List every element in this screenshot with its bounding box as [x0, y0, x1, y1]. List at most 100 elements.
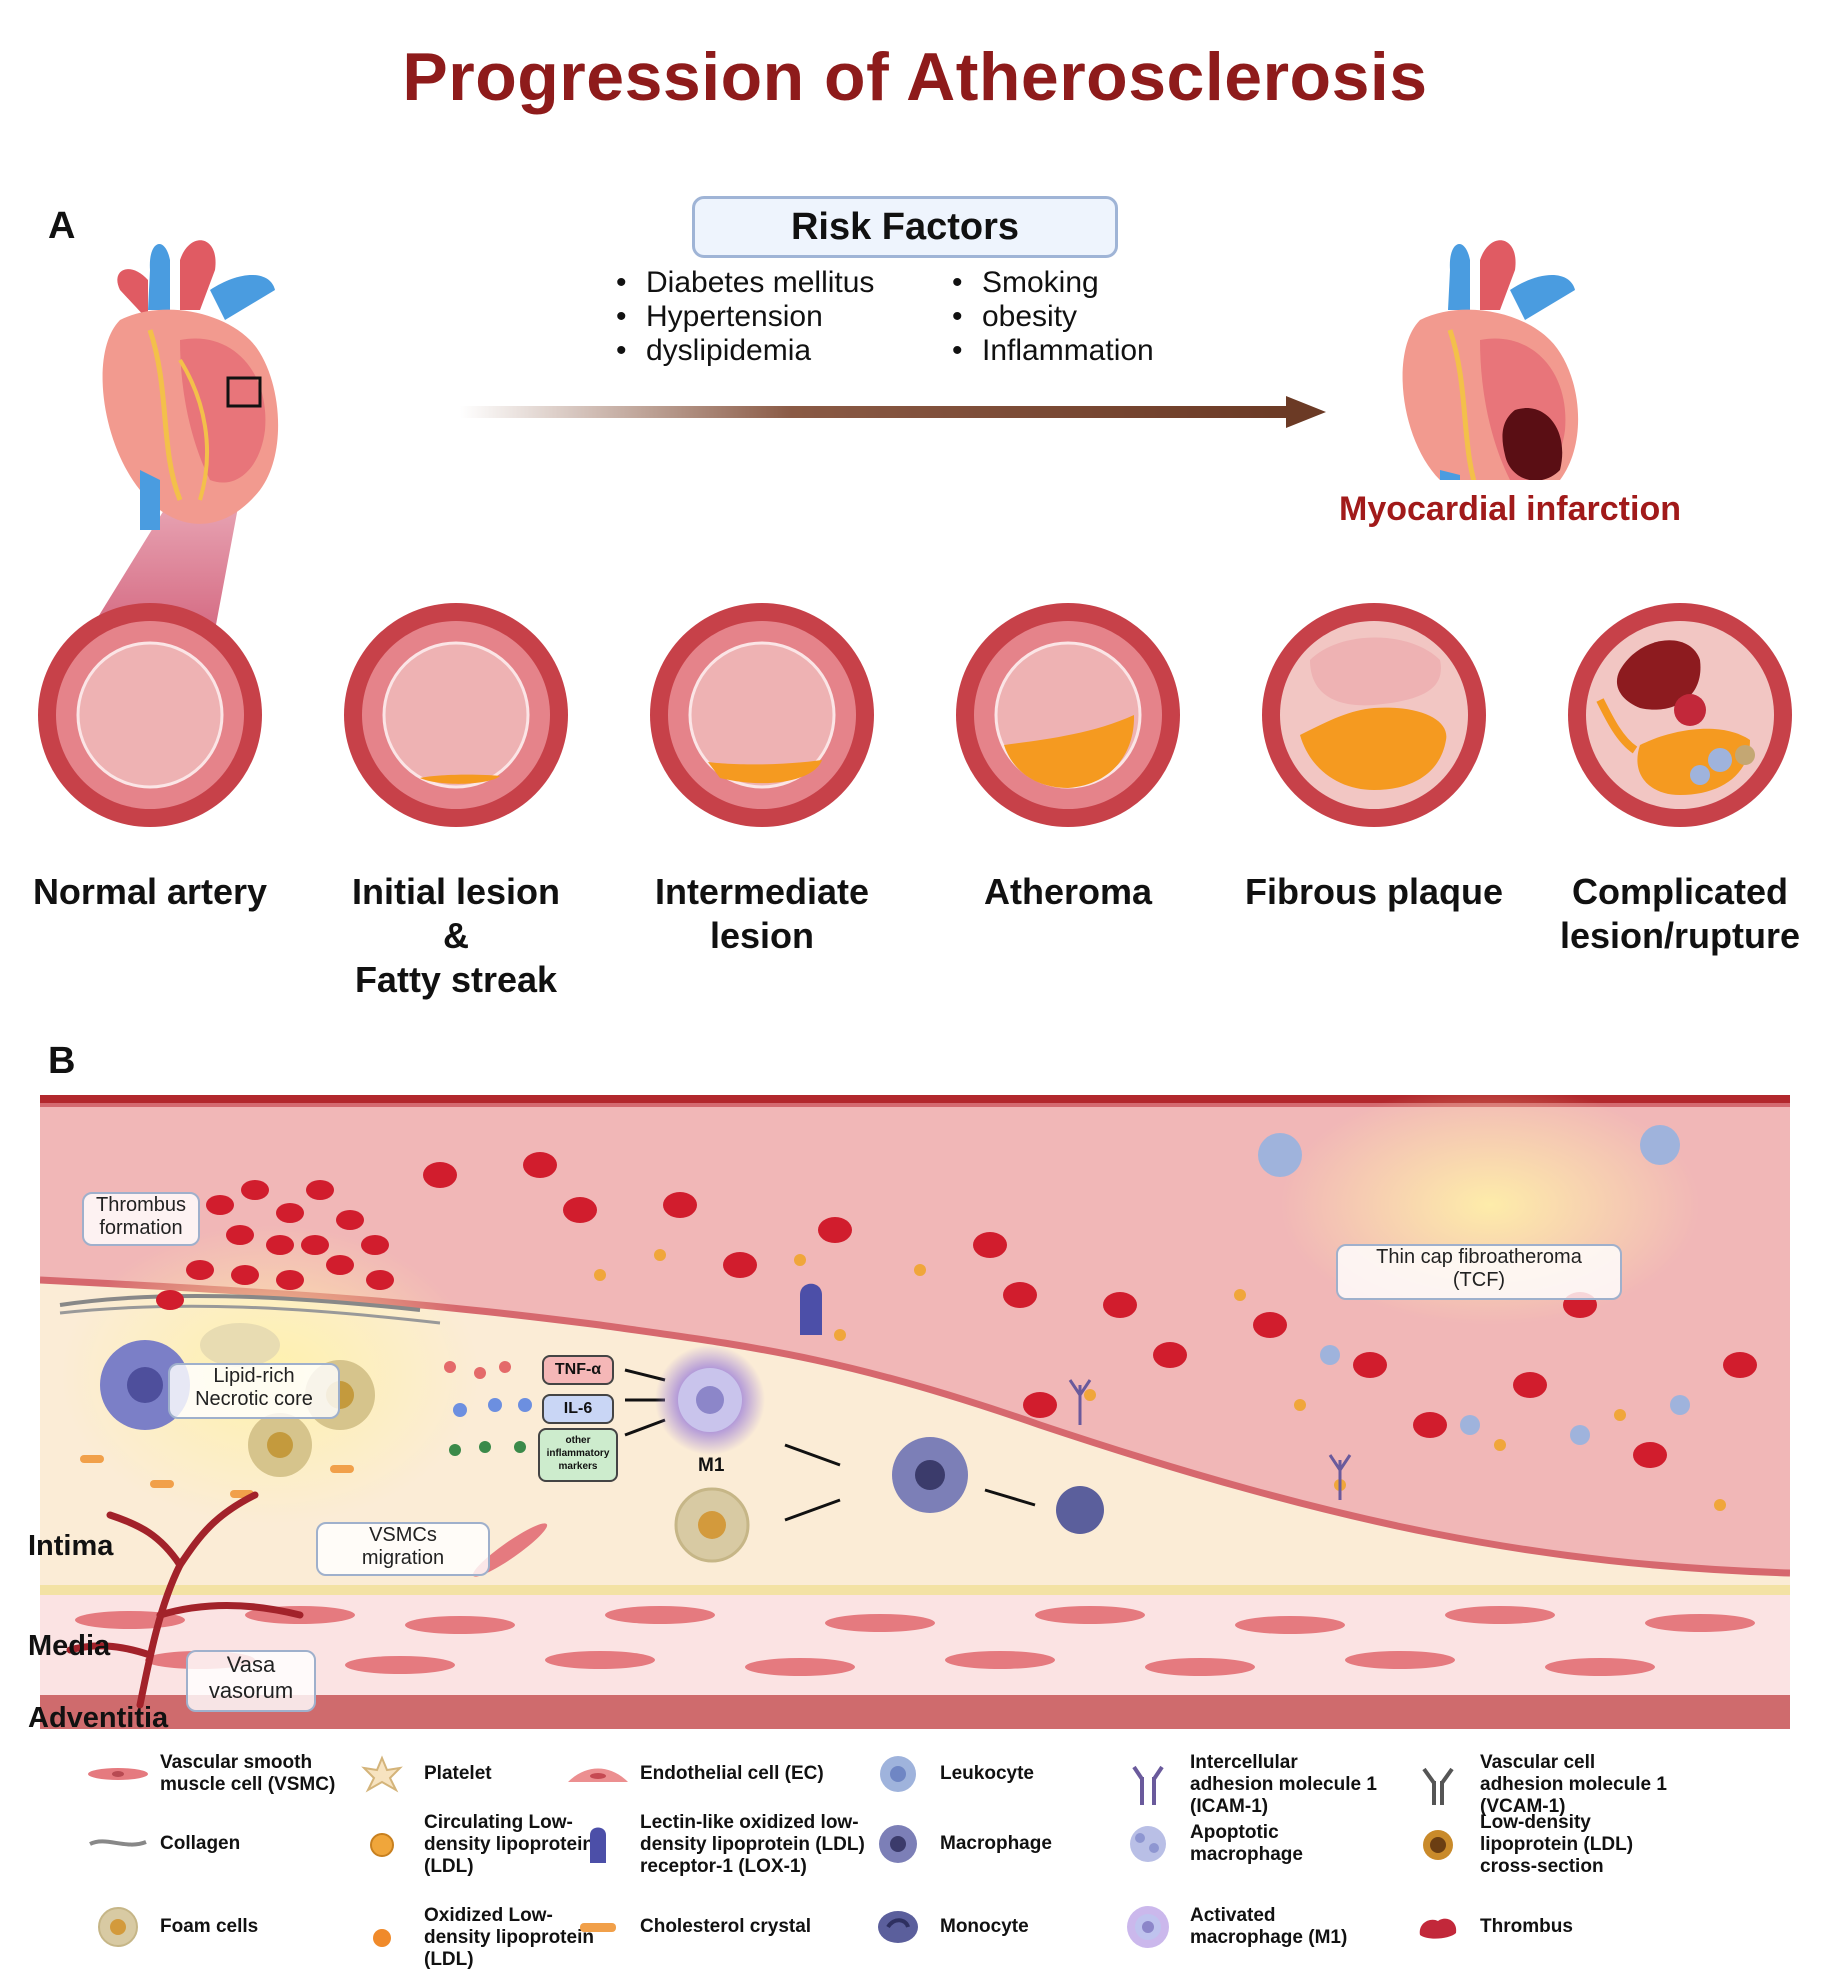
stage-label-line: Fibrous plaque	[1244, 871, 1503, 912]
thrombus-icon	[1419, 1918, 1457, 1939]
vsmc-icon	[88, 1768, 148, 1780]
intermediate-lesion-cross-section	[650, 603, 874, 827]
risk-factors-right-list: Smoking obesity Inflammation	[952, 266, 1154, 368]
stage-label-line: Complicated	[1571, 871, 1789, 912]
legend-item-ldl: Circulating Low-density lipoprotein (LDL…	[350, 1812, 614, 1878]
legend-item-vcam: Vascular cell adhesion molecule 1 (VCAM-…	[1406, 1752, 1670, 1818]
risk-factors-left-list: Diabetes mellitus Hypertension dyslipide…	[616, 266, 874, 368]
atheroma-cross-section	[956, 603, 1180, 827]
legend-item-icam: Intercellular adhesion molecule 1 (ICAM-…	[1116, 1752, 1380, 1818]
legend-item-monocyte: Monocyte	[866, 1905, 1130, 1949]
fibrous-plaque-cross-section	[1262, 603, 1486, 827]
stage-label-line: Initial lesion	[351, 871, 561, 912]
legend-label: Cholesterol crystal	[640, 1916, 812, 1937]
vsmc-migration-callout: VSMCs migration	[316, 1522, 490, 1576]
risk-factor-item: Inflammation	[952, 334, 1154, 368]
legend-label: Oxidized Low-density lipoprotein (LDL)	[424, 1905, 594, 1970]
stage-label-line: Normal artery	[32, 871, 268, 912]
callout-line: Necrotic core	[195, 1388, 313, 1410]
stage-label-intermediate-lesion: Intermediate lesion	[612, 870, 912, 958]
legend-item-foam-cells: Foam cells	[86, 1905, 350, 1949]
stage-label-line: lesion/rupture	[1559, 915, 1801, 956]
stage-label-normal-artery: Normal artery	[0, 870, 300, 914]
legend-item-cholesterol-crystal: Cholesterol crystal	[566, 1905, 870, 1949]
legend-item-ldl-cross-section: Low-density lipoprotein (LDL) cross-sect…	[1406, 1812, 1670, 1878]
risk-factor-item: obesity	[952, 300, 1154, 334]
legend-label: Circulating Low-density lipoprotein (LDL…	[424, 1812, 594, 1877]
stage-label-initial-lesion: Initial lesion & Fatty streak	[306, 870, 606, 1002]
legend-label: Activated macrophage (M1)	[1190, 1905, 1348, 1948]
legend-item-endothelial: Endothelial cell (EC)	[566, 1752, 830, 1796]
stage-label-line: Fatty streak	[354, 959, 558, 1000]
legend-label: Low-density lipoprotein (LDL) cross-sect…	[1480, 1812, 1634, 1877]
panel-b-label: B	[48, 1040, 76, 1082]
vasa-vasorum-callout: Vasa vasorum	[186, 1650, 316, 1712]
legend-label: Macrophage	[940, 1833, 1052, 1854]
callout-line: VSMCs	[369, 1524, 437, 1546]
cholesterol-crystal-icon	[580, 1923, 616, 1932]
legend-item-vsmc: Vascular smooth muscle cell (VSMC)	[86, 1752, 350, 1796]
legend-label: Collagen	[160, 1833, 241, 1854]
monocyte-icon	[878, 1911, 918, 1943]
risk-factor-item: Diabetes mellitus	[616, 266, 874, 300]
stage-label-atheroma: Atheroma	[918, 870, 1218, 914]
callout-line: formation	[99, 1217, 183, 1239]
ldl-cross-section-icon	[1423, 1830, 1453, 1860]
stage-label-line: Atheroma	[983, 871, 1153, 912]
adventitia-label: Adventitia	[28, 1702, 169, 1734]
risk-factor-item: Hypertension	[616, 300, 874, 334]
legend-item-oxldl: Oxidized Low-density lipoprotein (LDL)	[350, 1905, 614, 1971]
ldl-icon	[370, 1833, 394, 1857]
legend-label: Vascular smooth muscle cell (VSMC)	[160, 1752, 336, 1795]
macrophage-icon	[879, 1825, 917, 1863]
artery-cross-sections	[38, 603, 1792, 827]
legend-item-platelet: Platelet	[350, 1752, 614, 1796]
icam-icon	[1132, 1765, 1164, 1805]
legend-item-macrophage: Macrophage	[866, 1822, 1130, 1866]
legend-item-m1-macrophage: Activated macrophage (M1)	[1116, 1905, 1380, 1949]
callout-line: Thin cap fibroatheroma	[1376, 1246, 1582, 1268]
callout-line: Lipid-rich	[213, 1365, 295, 1387]
legend-label: Thrombus	[1480, 1916, 1573, 1937]
vessel-wall-illustration	[40, 1095, 1790, 1729]
apoptotic-macrophage-icon	[1130, 1826, 1166, 1862]
legend-label: Vascular cell adhesion molecule 1 (VCAM-…	[1480, 1752, 1667, 1817]
legend-item-apoptotic-macrophage: Apoptotic macrophage	[1116, 1822, 1380, 1866]
callout-line: migration	[361, 1547, 445, 1569]
risk-factor-item: dyslipidemia	[616, 334, 874, 368]
progression-arrow	[460, 396, 1326, 428]
legend-label: Monocyte	[940, 1916, 1029, 1937]
legend-label: Leukocyte	[940, 1763, 1034, 1784]
leukocyte-icon	[880, 1756, 916, 1792]
platelet-icon	[361, 1755, 403, 1793]
healthy-heart-illustration	[90, 240, 279, 630]
normal-artery-cross-section	[38, 603, 262, 827]
collagen-icon	[89, 1839, 147, 1847]
legend-label: Foam cells	[160, 1916, 259, 1937]
endothelial-cell-icon	[568, 1768, 628, 1782]
stage-label-line: Intermediate	[654, 871, 870, 912]
oxldl-icon	[373, 1929, 391, 1947]
legend-item-leukocyte: Leukocyte	[866, 1752, 1130, 1796]
intima-label: Intima	[28, 1530, 114, 1562]
legend-item-collagen: Collagen	[86, 1822, 350, 1866]
legend-item-thrombus: Thrombus	[1406, 1905, 1670, 1949]
legend-label: Platelet	[424, 1763, 492, 1784]
foam-cell-icon	[98, 1907, 138, 1947]
risk-factor-item: Smoking	[952, 266, 1154, 300]
legend-item-lox1: Lectin-like oxidized low-density lipopro…	[566, 1812, 870, 1878]
myocardial-infarction-label: Myocardial infarction	[1339, 490, 1681, 528]
necrotic-core-callout: Lipid-rich Necrotic core	[168, 1363, 340, 1419]
il6-box: IL-6	[542, 1394, 614, 1424]
callout-line: (TCF)	[1452, 1269, 1506, 1291]
thrombus-formation-callout: Thrombus formation	[82, 1192, 200, 1246]
initial-lesion-cross-section	[344, 603, 568, 827]
stage-label-line: &	[443, 915, 469, 956]
callout-line: Vasa	[226, 1652, 276, 1677]
legend-label: Endothelial cell (EC)	[640, 1763, 824, 1784]
stage-label-line: lesion	[709, 915, 815, 956]
legend-label: Lectin-like oxidized low-density lipopro…	[640, 1812, 865, 1877]
m1-macrophage-icon	[1127, 1906, 1169, 1948]
thin-cap-fibroatheroma-callout: Thin cap fibroatheroma (TCF)	[1336, 1244, 1622, 1300]
media-label: Media	[28, 1630, 111, 1662]
